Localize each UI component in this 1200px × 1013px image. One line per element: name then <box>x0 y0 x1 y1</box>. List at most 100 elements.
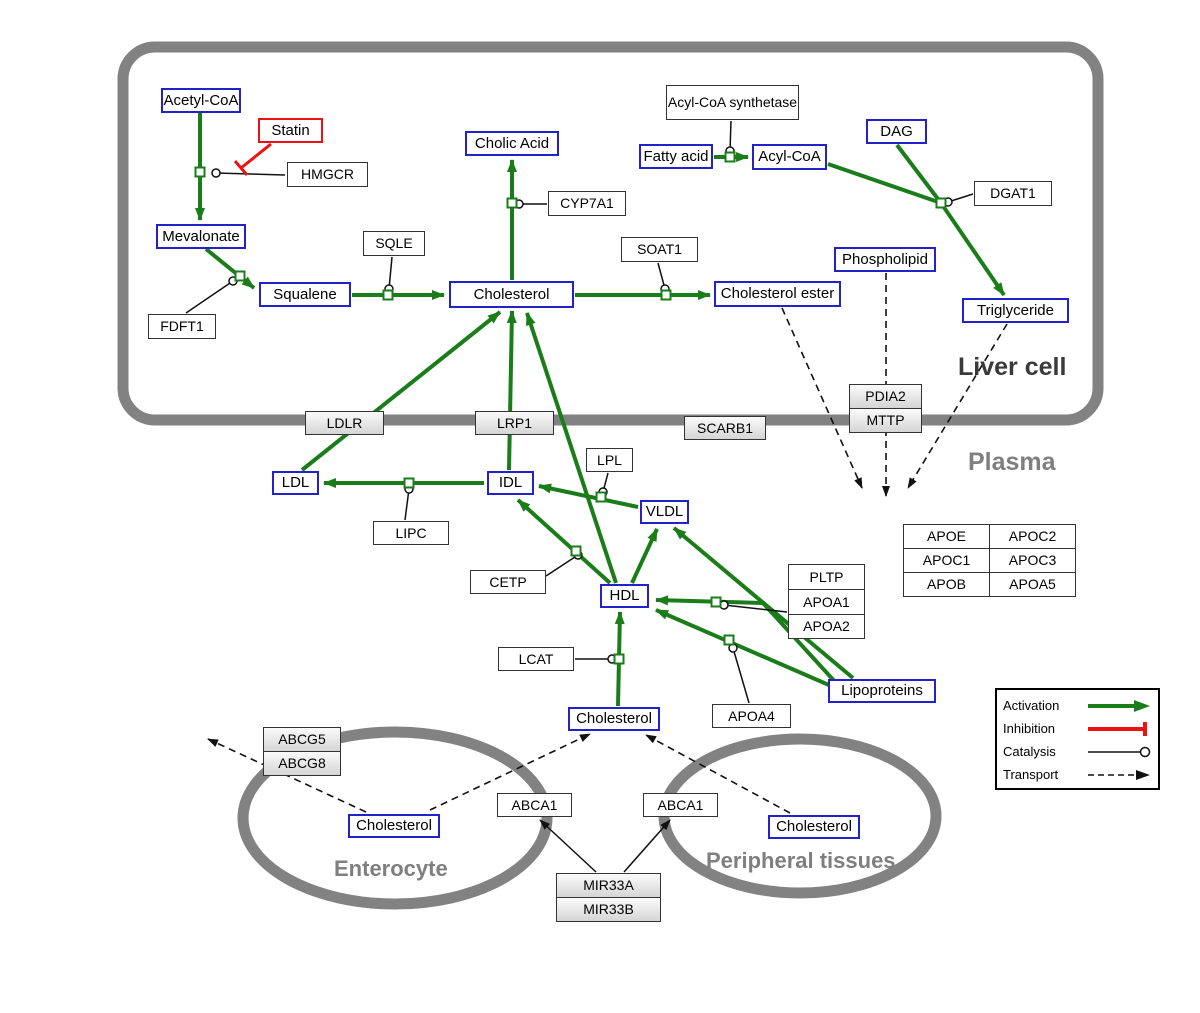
edge-mevalonate-squalene <box>204 247 256 290</box>
node-cholesterol-ester[interactable]: Cholesterol ester <box>714 281 841 307</box>
label-peripheral-tissues: Peripheral tissues <box>706 848 896 873</box>
edge-catalysis-sqle <box>384 256 394 294</box>
node-acyl-coa-synthetase[interactable]: Acyl-CoA synthetase <box>666 85 799 120</box>
node-idl[interactable]: IDL <box>487 471 534 495</box>
node-dag[interactable]: DAG <box>866 119 927 144</box>
node-cholesterol-plasma[interactable]: Cholesterol <box>568 707 660 731</box>
node-apoa5[interactable]: APOA5 <box>989 572 1076 597</box>
reaction-anchor <box>595 491 607 503</box>
node-mir33b[interactable]: MIR33B <box>556 897 661 922</box>
node-fdft1[interactable]: FDFT1 <box>148 314 216 339</box>
edge-catalysis-lipc <box>404 484 414 521</box>
legend-transport-label: Transport <box>1003 767 1059 782</box>
node-apoa1[interactable]: APOA1 <box>788 589 865 615</box>
edge-catalysis-hmgcr <box>211 168 286 178</box>
reaction-anchor <box>194 166 206 178</box>
edge-mir33-abca1-peripheral <box>623 819 671 873</box>
node-abcg5[interactable]: ABCG5 <box>263 727 341 752</box>
edge-inhibition-statin <box>240 142 272 170</box>
catalysis-circle-icon <box>1088 746 1151 757</box>
edge-hdl-idl <box>516 498 612 585</box>
node-statin[interactable]: Statin <box>258 118 323 143</box>
legend: Activation Inhibition Catalysis Transpor… <box>995 688 1160 790</box>
label-plasma: Plasma <box>968 448 1056 476</box>
reaction-anchor <box>570 545 582 557</box>
edge-transport-triglyceride-plasma <box>907 323 1008 489</box>
legend-row-activation: Activation <box>1003 694 1152 717</box>
node-apoc1[interactable]: APOC1 <box>903 548 990 573</box>
reaction-anchor <box>710 596 722 608</box>
reaction-anchor <box>660 289 672 301</box>
edge-catalysis-apoa4 <box>728 643 750 704</box>
label-liver-cell: Liver cell <box>958 353 1067 381</box>
node-apoa4[interactable]: APOA4 <box>712 704 791 728</box>
node-ldl[interactable]: LDL <box>272 471 319 495</box>
reaction-anchor <box>234 270 246 282</box>
edge-catalysis-cetp <box>545 550 583 577</box>
node-mevalonate[interactable]: Mevalonate <box>156 224 246 249</box>
edge-catalysis-acylcoa-synthetase <box>725 120 735 156</box>
legend-activation-label: Activation <box>1003 698 1060 713</box>
node-squalene[interactable]: Squalene <box>259 282 351 307</box>
node-ldlr[interactable]: LDLR <box>305 411 384 435</box>
node-cetp[interactable]: CETP <box>470 570 546 594</box>
node-cyp7a1[interactable]: CYP7A1 <box>548 191 626 216</box>
edge-catalysis-soat1 <box>657 262 670 294</box>
legend-row-transport: Transport <box>1003 763 1152 786</box>
legend-row-catalysis: Catalysis <box>1003 740 1152 763</box>
edge-inhibition-statin-bar <box>233 160 249 176</box>
node-soat1[interactable]: SOAT1 <box>621 237 698 262</box>
node-lrp1[interactable]: LRP1 <box>475 411 554 435</box>
edge-transport-cholesterolester-plasma <box>781 307 863 489</box>
node-phospholipid[interactable]: Phospholipid <box>834 247 936 272</box>
node-vldl[interactable]: VLDL <box>640 500 689 524</box>
node-triglyceride[interactable]: Triglyceride <box>962 298 1069 323</box>
inhibition-tbar-icon <box>1088 721 1147 736</box>
activation-arrow-icon <box>1088 699 1150 712</box>
node-cholic-acid[interactable]: Cholic Acid <box>465 131 559 156</box>
node-cholesterol-liver[interactable]: Cholesterol <box>449 281 574 308</box>
edge-catalysis-apoa-complex <box>719 600 788 613</box>
node-lipc[interactable]: LIPC <box>373 521 449 545</box>
node-abca1-enterocyte[interactable]: ABCA1 <box>497 793 572 817</box>
legend-inhibition-label: Inhibition <box>1003 721 1056 736</box>
node-scarb1[interactable]: SCARB1 <box>684 416 766 440</box>
node-apoc2[interactable]: APOC2 <box>989 524 1076 549</box>
node-acetyl-coa[interactable]: Acetyl-CoA <box>161 88 241 113</box>
edge-hdl-vldl <box>630 528 659 584</box>
edge-transport-enterocyte-cholesterol <box>429 733 591 811</box>
edge-catalysis-dgat1 <box>943 193 974 207</box>
reaction-anchor <box>935 197 947 209</box>
node-pltp[interactable]: PLTP <box>788 564 865 590</box>
node-hdl[interactable]: HDL <box>600 584 649 608</box>
node-pdia2[interactable]: PDIA2 <box>849 384 922 409</box>
node-cholesterol-enterocyte[interactable]: Cholesterol <box>348 814 440 838</box>
node-apob[interactable]: APOB <box>903 572 990 597</box>
edge-catalysis-lpl <box>598 472 609 497</box>
node-lipoproteins[interactable]: Lipoproteins <box>828 679 936 703</box>
reaction-anchor <box>403 477 415 489</box>
reaction-anchor <box>382 289 394 301</box>
reaction-anchor <box>724 151 736 163</box>
edge-lipoproteins-vldl <box>672 526 855 680</box>
node-lcat[interactable]: LCAT <box>498 647 574 671</box>
node-mttp[interactable]: MTTP <box>849 408 922 433</box>
node-dgat1[interactable]: DGAT1 <box>974 181 1052 206</box>
node-abcg8[interactable]: ABCG8 <box>263 751 341 776</box>
edge-transport-peripheral-cholesterol <box>645 734 791 814</box>
node-hmgcr[interactable]: HMGCR <box>287 162 368 187</box>
node-sqle[interactable]: SQLE <box>363 231 425 256</box>
membrane-liver-cell <box>117 41 1104 426</box>
node-fatty-acid[interactable]: Fatty acid <box>639 144 713 169</box>
legend-catalysis-label: Catalysis <box>1003 744 1056 759</box>
reaction-anchor <box>506 197 518 209</box>
node-apoa2[interactable]: APOA2 <box>788 614 865 639</box>
node-cholesterol-peripheral[interactable]: Cholesterol <box>768 815 860 839</box>
node-apoc3[interactable]: APOC3 <box>989 548 1076 573</box>
node-apoe[interactable]: APOE <box>903 524 990 549</box>
node-abca1-peripheral[interactable]: ABCA1 <box>643 793 718 817</box>
node-mir33a[interactable]: MIR33A <box>556 873 661 898</box>
node-acyl-coa[interactable]: Acyl-CoA <box>752 144 827 170</box>
node-lpl[interactable]: LPL <box>586 448 633 472</box>
